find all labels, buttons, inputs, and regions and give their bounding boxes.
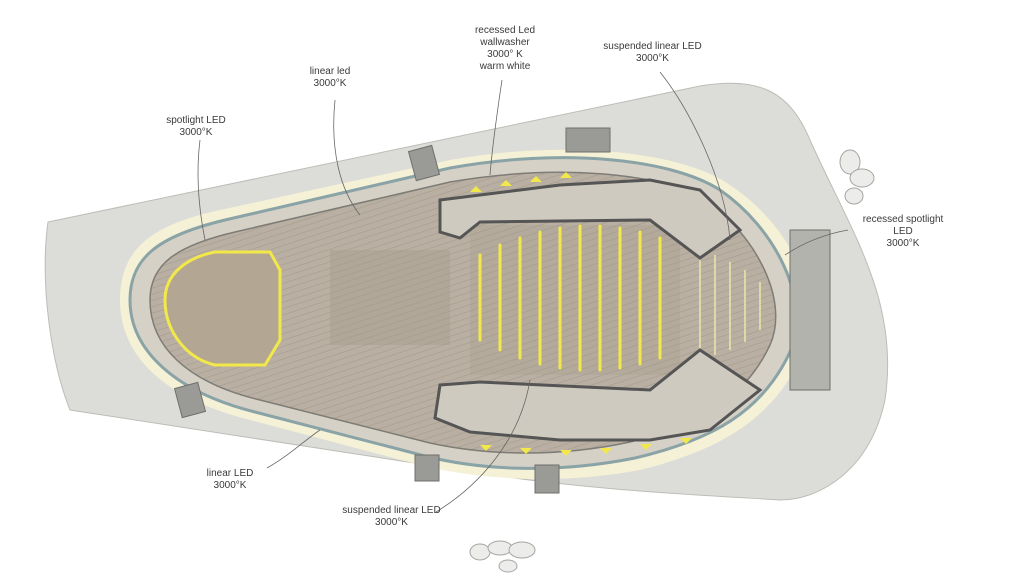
label-line: warm white — [479, 61, 531, 72]
label-line: wallwasher — [480, 37, 530, 48]
label-line: 3000°K — [313, 78, 347, 89]
label-recessed-spotlight: recessed spotlight LED 3000°K — [848, 214, 958, 250]
linear-led-strips — [478, 224, 662, 372]
label-line: suspended linear LED — [342, 505, 441, 516]
label-spotlight-led: spotlight LED 3000°K — [156, 115, 236, 139]
label-line: 3000°K — [636, 53, 669, 64]
stage — [163, 250, 282, 367]
label-line: 3000°K — [213, 480, 247, 491]
label-line: spotlight LED — [166, 115, 226, 126]
label-linear-led-top: linear led 3000°K — [290, 66, 370, 90]
seating-area — [330, 225, 680, 375]
label-suspended-linear-top: suspended linear LED 3000°K — [595, 41, 710, 65]
label-recessed-wallwasher: recessed Led wallwasher 3000° K warm whi… — [465, 25, 545, 73]
leader-lines — [197, 71, 849, 513]
entrance-stairs — [173, 127, 831, 494]
rocks — [469, 149, 875, 573]
label-line: linear LED — [206, 468, 254, 479]
label-line: 3000°K — [375, 517, 408, 528]
edge-light-markers — [470, 172, 692, 456]
label-line: 3000°K — [179, 127, 213, 138]
label-line: recessed spotlight — [862, 214, 944, 225]
label-line: 3000° K — [487, 49, 523, 60]
label-line: 3000°K — [886, 238, 920, 249]
label-line: linear led — [309, 66, 351, 77]
label-linear-led-bottom: linear LED 3000°K — [195, 468, 265, 492]
label-line: suspended linear LED — [603, 41, 702, 52]
lower-service-block — [433, 348, 763, 442]
label-line: LED — [893, 226, 913, 237]
label-line: recessed Led — [474, 25, 536, 36]
label-suspended-linear-bottom: suspended linear LED 3000°K — [334, 505, 449, 529]
upper-service-block — [438, 178, 743, 260]
wallwasher-rays — [699, 255, 761, 355]
